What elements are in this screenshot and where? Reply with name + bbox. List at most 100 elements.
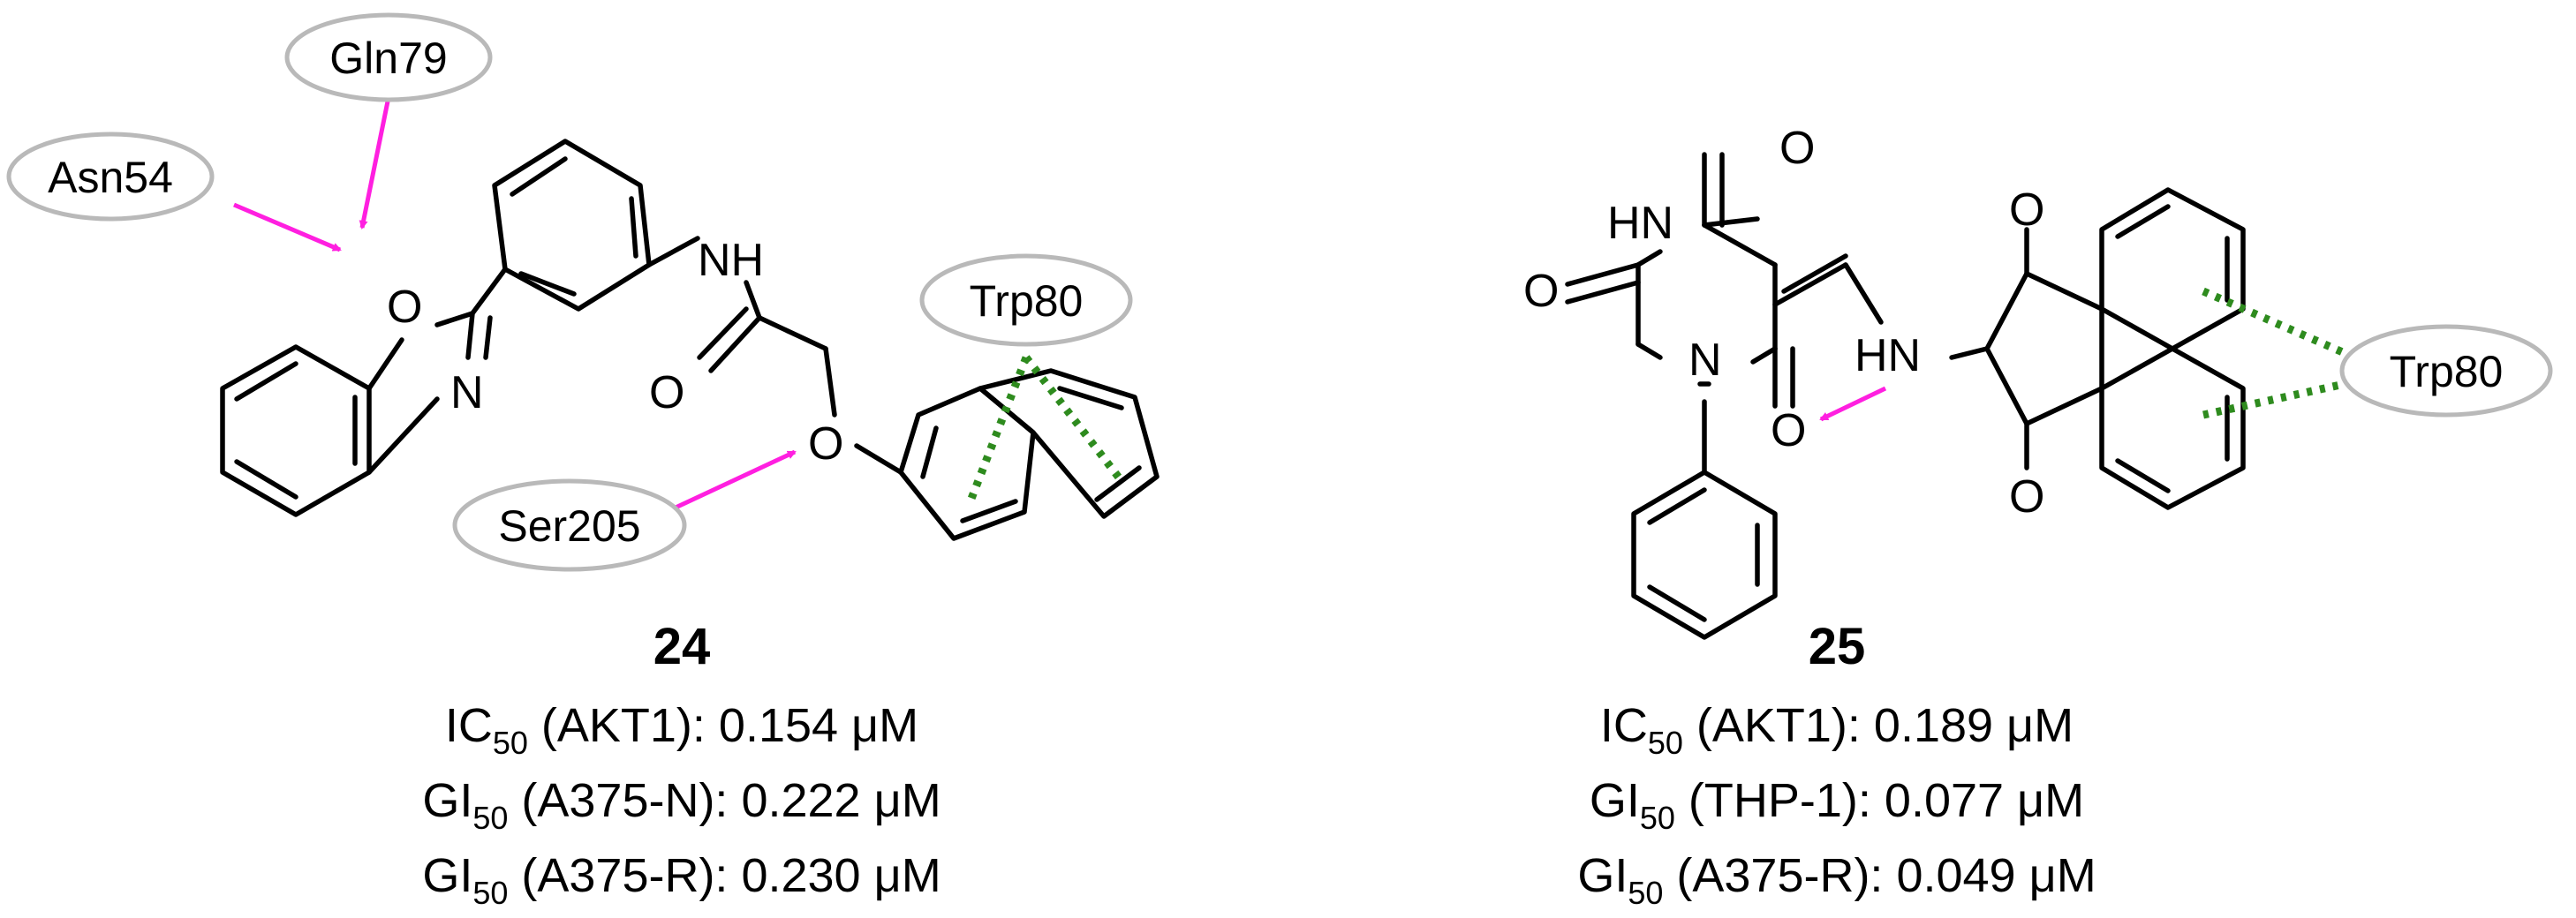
bond [1781,253,1848,294]
compound-24-structure [220,139,1160,541]
bond [1772,262,1848,307]
atom-hn-link: HN [1855,330,1921,381]
activity-line-25-1: IC50 (AKT1): 0.189 μM [1600,699,2074,761]
bond [1565,280,1641,305]
activity-text: (AKT1): 0.154 μM [528,699,918,752]
naphthalene-ring-a [898,386,1036,541]
bond [2115,204,2171,239]
residue-label: Trp80 [970,276,1084,326]
pi-stack-dashes-25-a [2202,287,2346,357]
bond [510,156,568,197]
residue-label: Trp80 [2390,347,2504,396]
bond [1702,222,1778,267]
activity-prefix: GI [422,849,472,902]
bond [1635,249,1663,267]
residue-asn54: Asn54 [6,132,215,222]
bond [2115,458,2171,493]
residue-label: Asn54 [48,153,173,202]
phenyl-ring [492,139,652,312]
bond [1949,346,1990,360]
activity-line-24-3: GI50 (A375-R): 0.230 μM [422,849,941,911]
bond [1647,487,1707,525]
benzoxazole-benzene-ring [220,344,372,517]
residue-label: Gln79 [329,34,447,83]
compound-number-25: 25 [1809,618,1866,675]
naphthalene-ring-lower [2099,346,2246,510]
bond [483,315,493,360]
activity-line-25-3: GI50 (A375-R): 0.049 μM [1577,849,2096,911]
activity-prefix: IC [1600,699,1648,752]
atom-nh-amide: NH [698,235,764,286]
bond [470,267,508,316]
bond [434,311,475,327]
pi-stack-dashes-25-b [2202,380,2346,419]
atom-n-ring: N [1688,335,1722,386]
bond [234,361,298,402]
naphthalene-ring-b [978,368,1160,519]
naphthalene-ring-upper [2099,187,2246,351]
atom-o-top: O [1779,123,1815,174]
residue-label: Ser205 [498,501,640,551]
hbond-arrow-25 [1819,386,1887,422]
activity-subscript: 50 [493,725,528,761]
compound-25-structure [1565,152,2246,640]
residue-ellipse [6,132,215,222]
bond [1565,262,1641,287]
atom-o-naph-bottom: O [2009,471,2044,523]
residue-trp80-24: Trp80 [919,253,1133,347]
bond [744,280,762,320]
bond [757,315,828,351]
atom-o-naph-top: O [2009,184,2044,236]
bond [823,346,837,418]
activity-subscript: 50 [1640,800,1675,836]
n-phenyl-ring [1631,470,1778,640]
atom-o-carbonyl: O [649,367,684,418]
bond [1750,346,1778,365]
atom-o-oxazole: O [387,282,422,333]
activity-subscript: 50 [1648,725,1683,761]
bond [960,499,1018,523]
bond [518,271,577,297]
bond [1647,584,1707,622]
bond [465,311,475,360]
bond [2024,271,2104,312]
bond [708,315,762,373]
residue-ellipse [919,253,1133,347]
bond [1984,346,2029,426]
bond [1984,271,2029,351]
activity-text: (AKT1): 0.189 μM [1683,699,2074,752]
atom-o-left: O [1523,266,1559,317]
residue-ellipse [452,478,687,572]
activity-prefix: IC [445,699,493,752]
activity-prefix: GI [422,774,472,827]
atom-o-bottom: O [1771,405,1806,456]
atom-hn-ring: HN [1607,198,1673,249]
residue-ellipse [2339,324,2553,418]
activity-text: (THP-1): 0.077 μM [1675,774,2084,827]
activity-subscript: 50 [472,800,508,836]
bond [366,337,404,391]
hbond-arrow-gln79 [359,96,391,230]
residue-ser205: Ser205 [452,478,687,572]
atom-n-oxazole: N [450,367,484,418]
activity-prefix: GI [1577,849,1628,902]
bond [629,196,638,259]
activity-text: (A375-R): 0.230 μM [508,849,941,902]
activity-subscript: 50 [1628,875,1663,911]
bond [697,306,749,360]
activity-prefix: GI [1590,774,1640,827]
activity-subscript: 50 [472,875,508,911]
bond [234,459,298,500]
activity-line-25-2: GI50 (THP-1): 0.077 μM [1590,774,2084,836]
residue-trp80-25: Trp80 [2339,324,2553,418]
residue-ellipse [284,12,493,102]
activity-text: (A375-R): 0.049 μM [1663,849,2096,902]
bond [1843,262,1884,325]
bond [1635,342,1663,360]
activity-line-24-2: GI50 (A375-N): 0.222 μM [422,774,941,836]
activity-text: (A375-N): 0.222 μM [508,774,941,827]
bond [1094,465,1142,502]
bond [1057,386,1124,410]
bond [1702,216,1760,228]
